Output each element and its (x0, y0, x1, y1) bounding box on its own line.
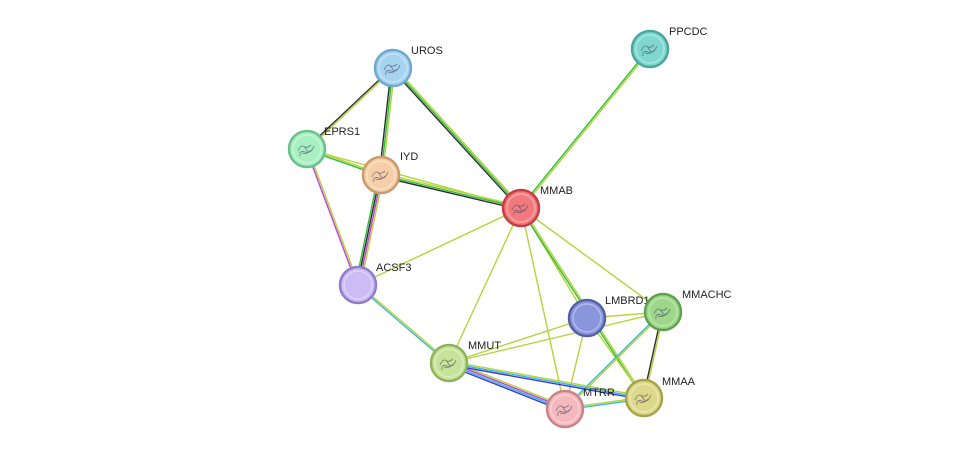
node-highlight (343, 270, 373, 300)
edge-evidence-database (448, 362, 645, 399)
node-bubble[interactable] (429, 343, 469, 383)
node-label: LMBRD1 (605, 295, 650, 307)
protein-structure-icon (511, 203, 529, 216)
node-highlight (506, 193, 536, 223)
edge-acsf3-mmab[interactable] (357, 207, 522, 286)
edge-evidence-neighborhood (380, 174, 522, 209)
edge-evidence-coexpression (305, 66, 393, 149)
edge-evidence-textmining (448, 207, 522, 364)
edge-ppcdc-mmab[interactable] (519, 48, 652, 209)
node-bubble[interactable] (630, 29, 670, 69)
edge-evidence-cooccurrence (447, 364, 565, 413)
protein-structure-icon (371, 170, 389, 183)
node-acsf3[interactable]: ACSF3 (338, 262, 411, 305)
protein-structure-icon (297, 144, 315, 157)
edge-evidence-experimental (449, 361, 566, 409)
edge-eprs1-acsf3[interactable] (305, 148, 360, 286)
node-bubble[interactable] (338, 265, 378, 305)
edge-evidence-textmining (357, 207, 522, 286)
edge-lmbrd1-mmut[interactable] (448, 317, 588, 364)
node-iyd[interactable]: IYD (361, 151, 418, 195)
edge-evidence-neighborhood (519, 48, 650, 208)
protein-structure-icon (555, 404, 573, 417)
edge-mmab-mmut[interactable] (448, 207, 522, 364)
protein-structure-icon (383, 63, 401, 76)
edge-evidence-textmining (449, 360, 645, 398)
node-bubble[interactable] (287, 129, 327, 169)
node-bubble[interactable] (361, 155, 401, 195)
node-highlight (378, 53, 408, 83)
node-mmachc[interactable]: MMACHC (643, 289, 732, 332)
protein-structure-icon (634, 393, 652, 406)
edge-mmut-mmaa[interactable] (448, 360, 645, 401)
node-highlight (572, 303, 602, 333)
node-label: EPRS1 (324, 126, 360, 138)
node-label: MMUT (468, 340, 501, 352)
edge-evidence-textmining (448, 311, 664, 364)
edge-evidence-textmining (381, 172, 522, 208)
node-bubble[interactable] (373, 48, 413, 88)
edge-evidence-coexpression (391, 68, 521, 210)
edge-mmab-mtrr[interactable] (520, 207, 566, 410)
node-label: MMAA (662, 376, 696, 388)
edge-uros-mmab[interactable] (391, 66, 523, 210)
node-highlight (648, 297, 678, 327)
edge-evidence-textmining (448, 317, 588, 364)
edge-evidence-cooccurrence (448, 363, 644, 401)
edge-uros-eprs1[interactable] (305, 66, 395, 151)
node-label: MMACHC (682, 289, 732, 301)
node-bubble[interactable] (567, 298, 607, 338)
network-edges (305, 48, 665, 413)
node-ppcdc[interactable]: PPCDC (630, 26, 708, 69)
edge-evidence-textmining (307, 148, 360, 285)
edge-mmachc-mmut[interactable] (448, 311, 664, 364)
edge-evidence-textmining (521, 49, 652, 209)
node-label: UROS (411, 45, 443, 57)
node-label: MMAB (540, 185, 573, 197)
node-mmaa[interactable]: MMAA (624, 376, 696, 418)
node-uros[interactable]: UROS (373, 45, 443, 88)
node-mtrr[interactable]: MTRR (545, 387, 615, 429)
edge-evidence-database (448, 363, 565, 411)
edge-evidence-textmining (565, 312, 665, 411)
protein-structure-icon (640, 44, 658, 57)
protein-structure-icon (653, 307, 671, 320)
edge-evidence-database (563, 310, 663, 409)
node-bubble[interactable] (624, 378, 664, 418)
protein-structure-icon (439, 358, 457, 371)
node-bubble[interactable] (501, 188, 541, 228)
edge-acsf3-mmut[interactable] (356, 283, 451, 365)
edge-evidence-textmining (393, 66, 523, 208)
edge-evidence-coexpression (380, 175, 521, 211)
node-label: IYD (400, 151, 418, 163)
node-highlight (550, 394, 580, 424)
edge-mmachc-mtrr[interactable] (563, 310, 665, 411)
node-label: PPCDC (669, 26, 708, 38)
node-bubble[interactable] (545, 389, 585, 429)
edge-evidence-textmining (520, 207, 664, 313)
node-highlight (292, 134, 322, 164)
edge-evidence-textmining (520, 207, 566, 410)
node-bubble[interactable] (643, 292, 683, 332)
edge-evidence-experimental (305, 149, 358, 286)
node-highlight (434, 348, 464, 378)
node-label: ACSF3 (376, 262, 411, 274)
node-mmut[interactable]: MMUT (429, 340, 501, 383)
edge-mmab-mmachc[interactable] (520, 207, 664, 313)
node-label: MTRR (583, 387, 615, 399)
node-eprs1[interactable]: EPRS1 (287, 126, 360, 169)
node-lmbrd1[interactable]: LMBRD1 (567, 295, 650, 338)
node-highlight (629, 383, 659, 413)
node-mmab[interactable]: MMAB (501, 185, 573, 228)
edge-evidence-database (356, 285, 449, 365)
node-highlight (635, 34, 665, 64)
edge-evidence-textmining (358, 283, 451, 363)
edge-iyd-mmab[interactable] (380, 172, 522, 211)
node-highlight (366, 160, 396, 190)
edge-evidence-neighborhood (392, 67, 522, 209)
edge-evidence-textmining (307, 68, 395, 151)
